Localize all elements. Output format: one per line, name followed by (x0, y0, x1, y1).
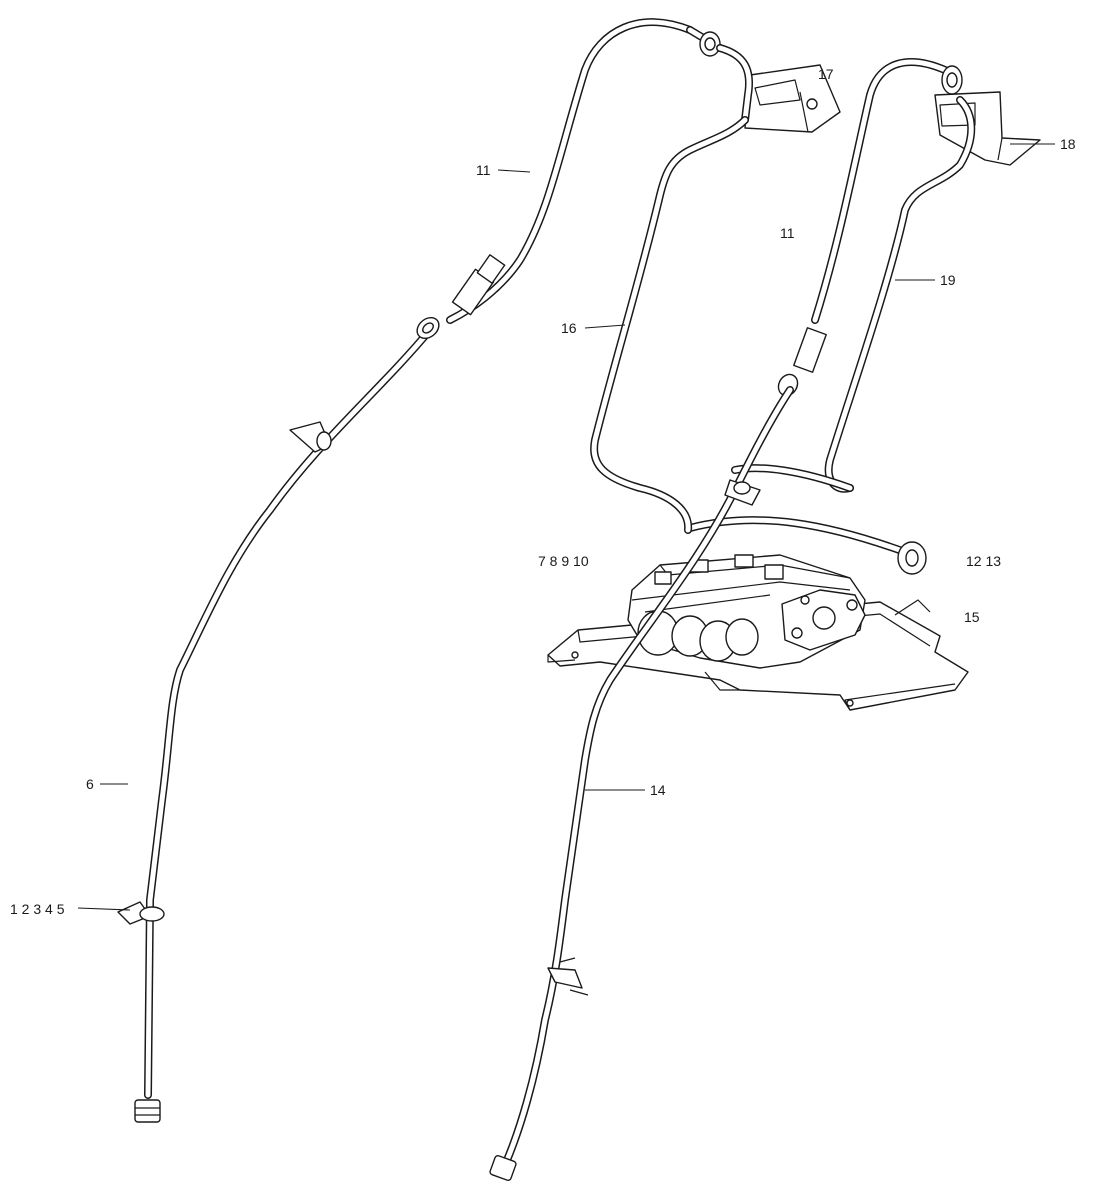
label-11-right: 11 (780, 225, 795, 241)
label-18: 18 (1060, 136, 1076, 152)
label-14: 14 (650, 782, 666, 798)
hose-11-left (446, 18, 753, 324)
leader-lines (77, 143, 1055, 911)
label-7-8-9-10: 7 8 9 10 (538, 553, 589, 569)
label-15: 15 (964, 609, 980, 625)
control-valve-block (627, 554, 866, 691)
leader-1-2-3-4-5 (77, 907, 131, 911)
tube-14 (489, 386, 794, 1182)
tube-16 (590, 116, 749, 534)
hose-11-right (777, 58, 963, 397)
label-19: 19 (940, 272, 956, 288)
label-16: 16 (561, 320, 577, 336)
label-6: 6 (86, 776, 94, 792)
label-1-2-3-4-5: 1 2 3 4 5 (10, 901, 65, 917)
bracket-18 (934, 91, 1041, 166)
tube-6 (117, 316, 440, 1123)
label-17: 17 (818, 66, 834, 82)
label-12-13: 12 13 (966, 553, 1001, 569)
label-11-left: 11 (476, 162, 491, 178)
leader-11-left (497, 169, 531, 173)
callout-labels: 17 18 11 11 19 16 7 8 9 10 12 13 15 6 14… (10, 66, 1076, 917)
leader-16 (584, 324, 626, 329)
